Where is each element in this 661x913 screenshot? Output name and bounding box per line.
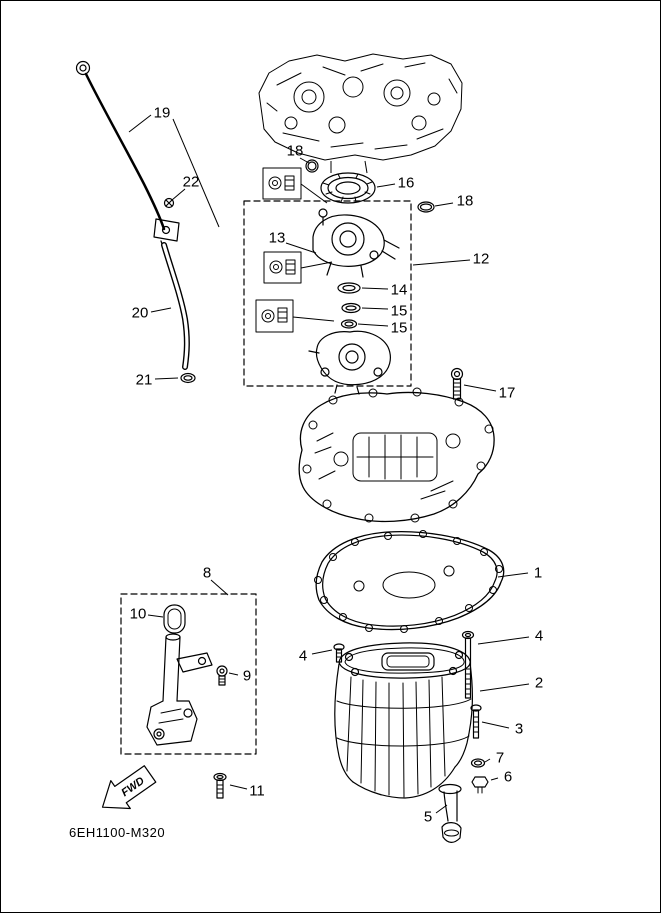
callout-leader-17 [463,384,497,392]
callout-leader-7 [484,758,491,763]
callout-leader-13 [285,242,317,254]
valve-detail-box-c [255,299,294,333]
diagram-line-2 [300,261,333,269]
strainer-group-box [120,593,257,755]
valve-detail-box-a [262,167,302,200]
oil-gauge-tube-part [161,242,190,370]
o-ring-18-left-part [305,159,319,173]
gasket-part [314,530,505,633]
callout-label-15: 15 [391,320,408,337]
callout-leader-5 [435,804,448,814]
callout-label-13: 13 [269,230,286,247]
callout-label-4: 4 [299,648,307,665]
callout-leader-10 [147,614,164,618]
cylinder-block-part [258,53,463,161]
diagram-line-5 [364,160,368,174]
callout-label-18: 18 [287,143,304,160]
o-ring-21-part [180,372,196,384]
fwd-arrow: FWD [101,765,157,810]
callout-label-19: 19 [154,105,171,122]
valve-detail-box-b [263,251,302,284]
callout-label-11: 11 [249,783,265,800]
callout-label-7: 7 [496,750,504,767]
callout-leader-18 [299,157,310,164]
callout-leader-21 [154,377,179,380]
callout-leader-15 [357,323,389,327]
callout-label-14: 14 [391,282,408,299]
callout-label-1: 1 [534,565,542,582]
callout-leader-15 [361,307,389,310]
callout-leader-3 [481,721,510,729]
callout-label-12: 12 [473,251,490,268]
callout-label-22: 22 [183,174,200,191]
callout-label-8: 8 [203,565,211,582]
callout-label-15: 15 [391,303,408,320]
washer-14-part [337,282,361,294]
callout-leader-16 [376,183,396,188]
oil-strainer-part [146,633,213,746]
callout-leader-22 [171,188,186,201]
diagram-line-1 [300,183,328,204]
o-ring-10-part [163,604,186,634]
bolt-3-part [470,704,482,739]
diagram-line-0 [172,118,220,228]
diagram-line-3 [292,316,335,322]
callout-leader-18 [434,202,454,207]
callout-label-4: 4 [535,628,543,645]
bolt-17-part [450,367,464,400]
callout-leader-8 [210,579,229,596]
bolt-11-part [213,772,227,799]
ring-15-upper-part [341,302,361,314]
crankcase-part [298,387,495,523]
oil-seal-part [320,172,376,204]
washer-7-part [470,758,486,768]
callout-leader-9 [228,672,239,676]
callout-label-3: 3 [515,721,523,738]
dipstick-screw-part [163,197,175,209]
callout-label-20: 20 [132,305,149,322]
callout-leader-20 [150,307,172,313]
oil-pump-body-part [308,330,391,395]
oil-strainer-pipe-part [438,783,462,843]
callout-label-6: 6 [504,769,512,786]
dipstick-part [75,60,166,231]
drain-bolt-6-part [471,776,489,794]
callout-label-5: 5 [424,809,432,826]
callout-leader-14 [361,287,389,290]
callout-leader-4 [311,649,333,655]
callout-label-10: 10 [130,606,147,623]
callout-leader-6 [490,777,499,781]
callout-label-17: 17 [499,385,516,402]
callout-leader-1 [497,572,529,578]
bolt-9-part [216,665,228,686]
callout-leader-19 [128,114,152,133]
callout-leader-12 [412,259,471,266]
oil-pump-housing-part [312,208,400,278]
callout-label-2: 2 [535,675,543,692]
callout-leader-2 [479,683,530,692]
callout-leader-11 [229,784,248,790]
callout-label-9: 9 [243,668,251,685]
callout-label-18: 18 [457,193,474,210]
callout-leader-4 [477,636,530,645]
dipstick-guide-part [153,218,180,248]
fwd-arrow-label: FWD [119,775,146,799]
callout-label-16: 16 [398,175,415,192]
bolt-4-left-part [333,643,345,663]
diagram-code: 6EH1100-M320 [69,825,165,840]
bolt-4-right-part [461,630,475,699]
oil-pump-group-box [243,200,412,387]
o-ring-18-right-part [417,201,435,213]
callout-label-21: 21 [136,372,153,389]
ring-15-lower-part [340,319,358,329]
oil-pan-part [334,642,473,799]
